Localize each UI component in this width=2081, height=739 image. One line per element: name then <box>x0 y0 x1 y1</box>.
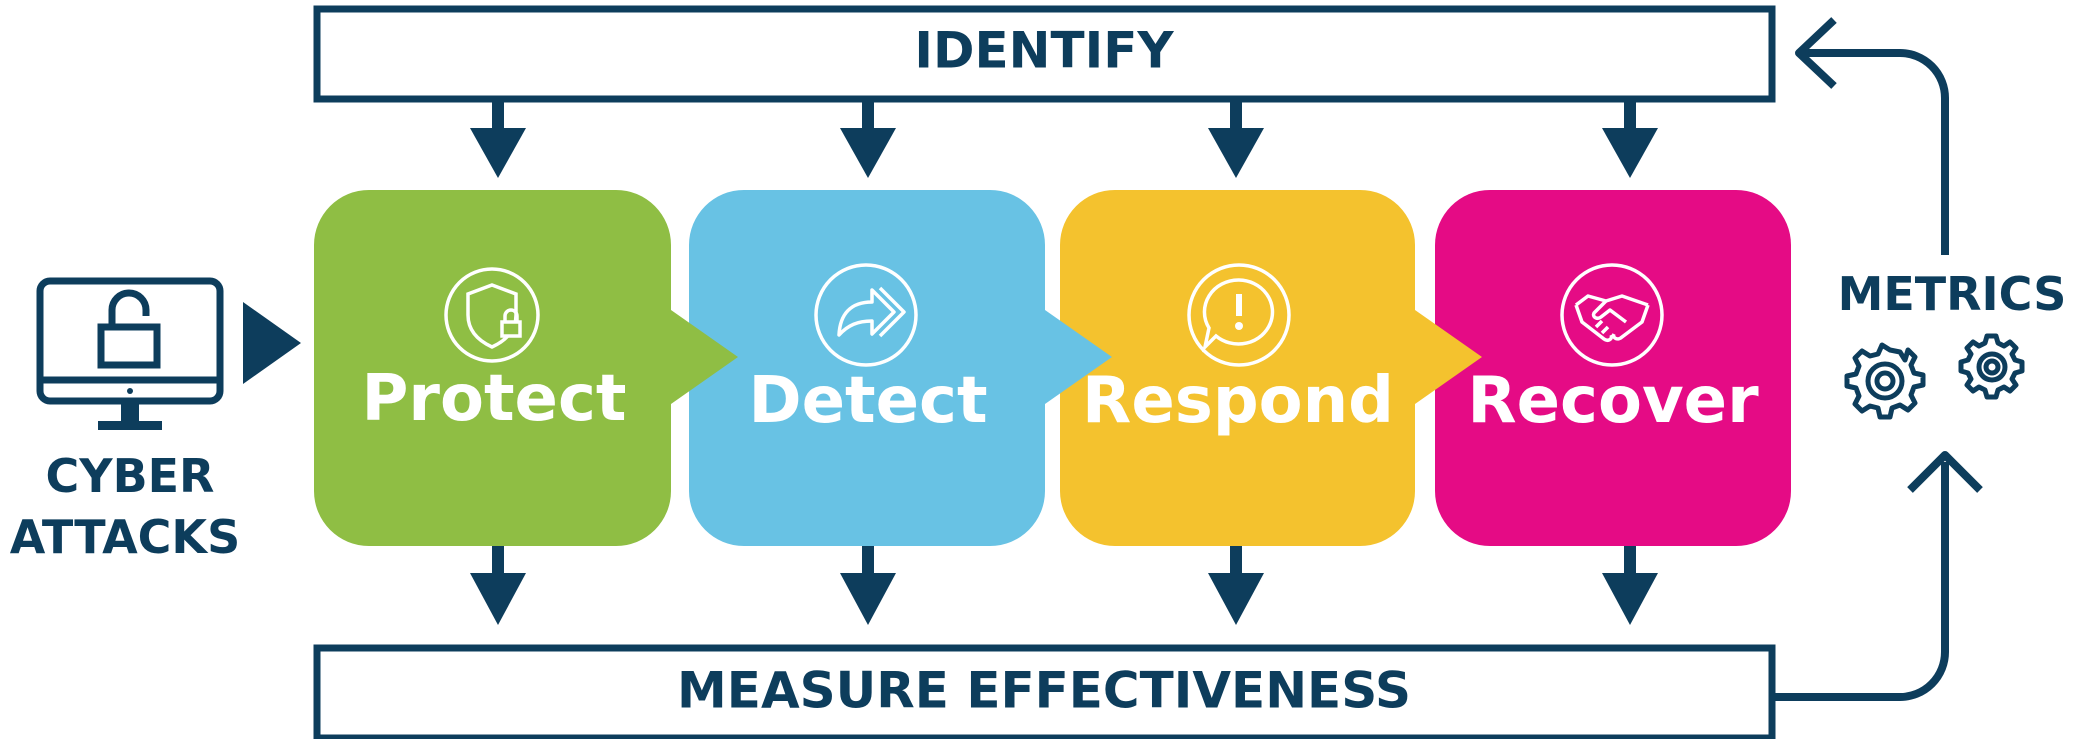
stage-box-protect <box>314 190 738 546</box>
metrics-label: METRICS <box>1838 267 2067 321</box>
measure-effectiveness-label: MEASURE EFFECTIVENESS <box>677 662 1411 720</box>
feedback-loop-arrow <box>1774 17 1983 701</box>
forward-arrow-icon <box>814 263 918 367</box>
loop-top-line <box>1798 49 1949 255</box>
down-arrow-protect-top <box>470 100 526 178</box>
stage-detect <box>689 190 1112 546</box>
down-arrow-detect-top <box>840 100 896 178</box>
loop-left-arrowhead <box>1795 17 1837 89</box>
down-arrow-detect-bottom <box>840 545 896 625</box>
stage-label-detect: Detect <box>748 364 987 438</box>
stage-label-protect: Protect <box>362 362 627 436</box>
down-arrow-recover-top <box>1602 100 1658 178</box>
stage-label-recover: Recover <box>1467 364 1759 438</box>
loop-up-arrowhead <box>1907 451 1983 493</box>
gear-large-icon <box>1844 342 1926 420</box>
gear-small-icon <box>1958 333 2025 400</box>
stage-box-respond <box>1060 190 1482 546</box>
down-arrow-respond-bottom <box>1208 545 1264 625</box>
stage-box-recover <box>1435 190 1791 546</box>
measure-effectiveness-bar: MEASURE EFFECTIVENESS <box>313 644 1776 739</box>
alert-bubble-icon <box>1187 263 1291 367</box>
cyber-attacks-label-line1: CYBER <box>46 449 215 503</box>
down-arrow-protect-bottom <box>470 545 526 625</box>
computer-unlocked-icon <box>36 277 224 430</box>
stage-protect <box>314 190 738 546</box>
identify-down-arrows <box>470 100 1658 178</box>
handshake-icon <box>1560 263 1664 367</box>
loop-up-line <box>1774 462 1949 701</box>
shield-lock-icon <box>444 267 540 363</box>
gears-icon <box>1844 333 2025 420</box>
measure-down-arrows <box>470 545 1658 625</box>
down-arrow-respond-top <box>1208 100 1264 178</box>
identify-label: IDENTIFY <box>914 22 1174 80</box>
stage-label-respond: Respond <box>1082 364 1394 438</box>
stage-respond <box>1060 190 1482 546</box>
cyber-attacks-label-line2: ATTACKS <box>10 510 240 564</box>
attack-arrow <box>243 302 301 384</box>
stage-recover <box>1435 190 1791 546</box>
identify-bar: IDENTIFY <box>313 5 1776 103</box>
stage-box-detect <box>689 190 1112 546</box>
down-arrow-recover-bottom <box>1602 545 1658 625</box>
